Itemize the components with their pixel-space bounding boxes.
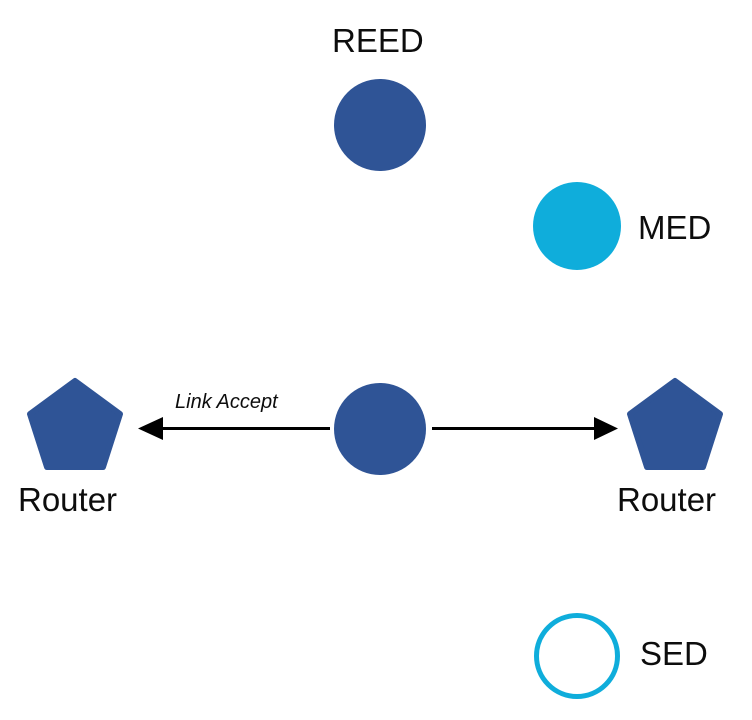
node-shape-leader-circle[interactable]	[334, 383, 426, 475]
node-shape-router-left-pentagon[interactable]	[27, 378, 123, 470]
pentagon-path	[27, 378, 123, 470]
node-shape-med-circle[interactable]	[533, 182, 621, 270]
node-shape-sed-circle[interactable]	[534, 613, 620, 699]
pentagon-path	[627, 378, 723, 470]
node-shape-reed-circle[interactable]	[334, 79, 426, 171]
node-label-sed: SED	[640, 635, 708, 672]
arrowhead-right	[594, 417, 618, 440]
edge-leader-to-router-right-arrow[interactable]	[432, 417, 618, 440]
edge-label-link-accept: Link Accept	[175, 391, 278, 413]
node-label-reed: REED	[332, 22, 424, 59]
edge-link-accept-arrow[interactable]	[138, 417, 330, 440]
node-label-router-left: Router	[18, 481, 118, 518]
arrowhead-left	[138, 417, 163, 440]
node-shape-router-right-pentagon[interactable]	[627, 378, 723, 470]
node-label-router-right: Router	[617, 481, 717, 518]
node-label-med: MED	[638, 209, 712, 246]
